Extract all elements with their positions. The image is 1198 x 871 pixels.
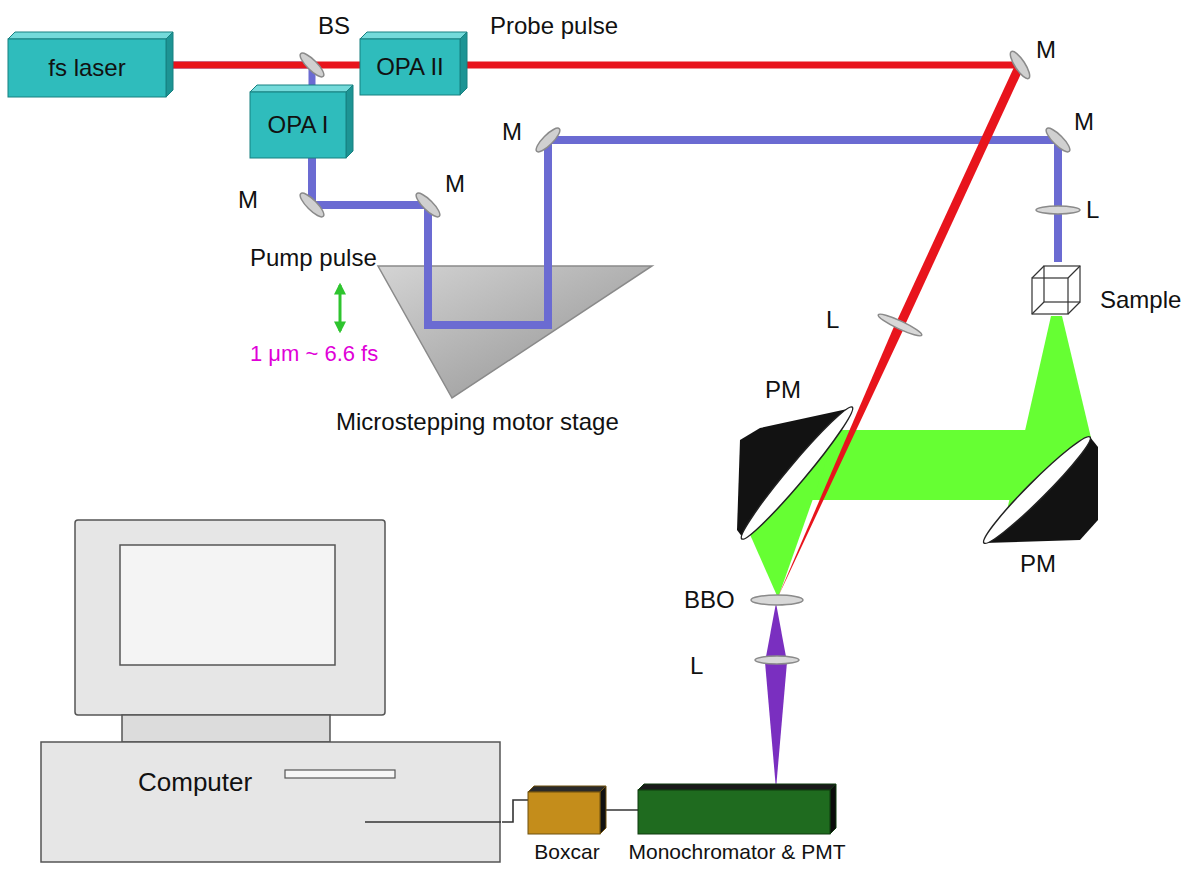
beam-label: Pump pulse — [250, 244, 377, 272]
node-label: Computer — [138, 768, 252, 798]
bbo-crystal — [751, 595, 803, 605]
component-label: L — [1086, 196, 1099, 224]
probe-beam — [778, 323, 905, 597]
probe-beam — [460, 62, 1020, 69]
box-top-face — [638, 784, 836, 790]
calibration-note: 1 μm ~ 6.6 fs — [250, 341, 378, 366]
box-3d-shape — [638, 784, 836, 834]
parabolic-mirror-face — [978, 431, 1097, 550]
component-label: M — [1036, 36, 1056, 64]
upconverted-beam — [765, 603, 787, 789]
mirror — [1007, 49, 1033, 81]
lens — [877, 311, 924, 339]
mirror — [297, 190, 327, 220]
component-label: M — [445, 170, 465, 198]
monochromator-box: Monochromator & PMT — [638, 784, 836, 834]
cube-edge — [1068, 302, 1080, 314]
box-side-face — [600, 786, 606, 834]
opa-box: OPA I — [250, 85, 353, 158]
mirror — [1043, 125, 1073, 155]
sample-cube — [1028, 262, 1084, 318]
drive-slot — [285, 770, 395, 778]
mirror — [533, 125, 563, 155]
box-front-face — [250, 92, 346, 158]
box-front: OPA I — [250, 92, 346, 158]
mirror — [413, 190, 443, 220]
probe-beam — [166, 62, 360, 69]
beam-splitter — [297, 50, 327, 80]
signal-cable — [502, 800, 528, 822]
box-top-face — [8, 32, 173, 39]
lens — [755, 656, 799, 664]
motor-stage — [378, 266, 652, 398]
node-label: Boxcar — [534, 840, 599, 864]
computer-caption: Computer — [138, 768, 252, 798]
node-label: Monochromator & PMT — [628, 840, 845, 864]
monitor-stand — [122, 715, 330, 742]
box-top-face — [250, 85, 353, 92]
opa-box: OPA II — [360, 32, 467, 95]
beam-label: Probe pulse — [490, 12, 618, 40]
component-label: L — [826, 306, 839, 334]
component-label: M — [502, 118, 522, 146]
box-front-face — [360, 39, 460, 95]
signal-cable — [365, 821, 501, 823]
cube-edge — [1044, 266, 1080, 302]
box-top-face — [360, 32, 467, 39]
node-label: Sample — [1100, 286, 1181, 314]
parabolic-mirror-face — [735, 401, 859, 544]
box-side-face — [346, 85, 353, 158]
cube-edge — [1032, 278, 1068, 314]
box-side-face — [166, 32, 173, 97]
box-front-face — [8, 39, 166, 97]
box-front: OPA II — [360, 39, 460, 95]
box-front — [638, 790, 830, 834]
box-3d-shape — [528, 786, 606, 834]
laser-box: fs laser — [8, 32, 173, 97]
lens — [1036, 206, 1080, 214]
boxcar-box: Boxcar — [528, 786, 606, 834]
box-side-face — [460, 32, 467, 95]
box-front-face — [528, 792, 600, 834]
component-label: Microstepping motor stage — [336, 408, 619, 436]
sample-cell: Sample — [1028, 262, 1198, 322]
travel-arrow — [339, 285, 342, 331]
cube-edge — [1032, 266, 1044, 278]
box-caption: Boxcar — [534, 840, 599, 864]
component-label: PM — [765, 376, 801, 404]
component-label: M — [238, 186, 258, 214]
box-side-face — [830, 784, 836, 834]
box-front — [528, 792, 600, 834]
sample-caption: Sample — [1100, 286, 1181, 314]
monitor-frame — [75, 520, 385, 715]
component-label: L — [690, 652, 703, 680]
computer-base — [41, 742, 500, 862]
cube-edge — [1032, 302, 1044, 314]
box-front: fs laser — [8, 39, 166, 97]
probe-beam — [900, 65, 1020, 325]
node-label: OPA I — [268, 111, 329, 139]
monitor-screen — [120, 545, 335, 665]
box-front-face — [638, 790, 830, 834]
component-label: PM — [1020, 550, 1056, 578]
computer: Computer — [40, 518, 502, 864]
box-top-face — [528, 786, 606, 792]
node-label: fs laser — [48, 54, 125, 82]
component-label: BS — [318, 12, 350, 40]
node-label: OPA II — [376, 53, 444, 81]
computer-drawing — [40, 518, 502, 864]
box-caption: Monochromator & PMT — [628, 840, 845, 864]
component-label: BBO — [684, 586, 735, 614]
cube-edge — [1068, 266, 1080, 278]
component-label: M — [1074, 108, 1094, 136]
